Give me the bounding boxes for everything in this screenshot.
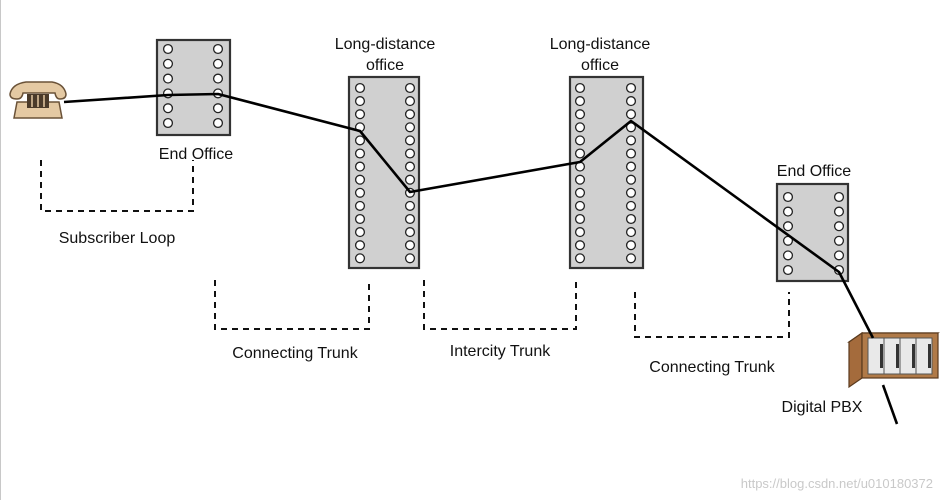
switch-terminal-hole	[625, 82, 637, 94]
switch-terminal-hole	[574, 174, 586, 185]
connecting-trunk-left-label: Connecting Trunk	[232, 345, 358, 362]
connecting-trunk-right-bracket	[634, 292, 790, 338]
switch-terminal-hole	[574, 135, 586, 146]
switch-terminal-hole	[833, 206, 845, 217]
long-distance-office-right-label-line1: Long-distance	[550, 36, 651, 53]
switch-terminal-hole	[404, 213, 416, 225]
switch-terminal-hole	[404, 148, 416, 159]
end-office-left-switch	[155, 38, 232, 137]
switch-terminal-hole	[162, 43, 174, 55]
switch-terminal-hole	[162, 117, 174, 129]
switch-terminal-hole	[574, 253, 586, 264]
switch-terminal-hole	[833, 221, 845, 232]
switch-terminal-hole	[833, 235, 845, 246]
switch-terminal-hole	[625, 240, 637, 251]
switch-terminal-hole	[782, 250, 794, 261]
switch-terminal-hole	[404, 174, 416, 185]
end-office-right-switch	[775, 182, 850, 283]
long-distance-office-left-label-line2: office	[366, 57, 404, 74]
switch-terminal-hole	[574, 82, 586, 94]
switch-terminal-hole	[574, 240, 586, 251]
switch-terminal-hole	[782, 206, 794, 217]
switch-terminal-hole	[404, 253, 416, 264]
switch-terminal-hole	[212, 73, 224, 84]
digital-pbx-label: Digital PBX	[782, 399, 863, 416]
switch-terminal-hole	[574, 187, 586, 198]
intercity-trunk-label: Intercity Trunk	[450, 343, 551, 360]
switch-terminal-hole	[212, 103, 224, 114]
watermark: https://blog.csdn.net/u010180372	[741, 476, 933, 491]
switch-terminal-hole	[162, 103, 174, 114]
switch-terminal-hole	[574, 109, 586, 120]
switch-terminal-hole	[574, 96, 586, 107]
switch-terminal-hole	[625, 227, 637, 238]
switch-terminal-hole	[354, 174, 366, 185]
switch-terminal-hole	[625, 96, 637, 107]
telephone-icon	[9, 81, 67, 119]
switch-terminal-hole	[833, 191, 845, 203]
switch-terminal-hole	[625, 174, 637, 185]
switch-terminal-hole	[833, 250, 845, 261]
long-distance-office-right-label-line2: office	[581, 57, 619, 74]
switch-terminal-hole	[625, 253, 637, 264]
switch-terminal-hole	[404, 200, 416, 211]
switch-terminal-hole	[212, 117, 224, 129]
switch-terminal-hole	[354, 161, 366, 172]
switch-terminal-hole	[404, 161, 416, 172]
connecting-trunk-left-bracket	[214, 280, 370, 330]
switch-terminal-hole	[404, 240, 416, 251]
subscriber-loop-bracket	[40, 160, 194, 212]
switch-terminal-hole	[354, 109, 366, 120]
switch-terminal-hole	[162, 73, 174, 84]
end-office-left-label: End Office	[159, 146, 234, 163]
switch-terminal-hole	[354, 240, 366, 251]
connection-wire	[63, 92, 875, 339]
switch-terminal-hole	[354, 148, 366, 159]
switch-terminal-hole	[625, 148, 637, 159]
switch-terminal-hole	[574, 148, 586, 159]
switch-terminal-hole	[782, 264, 794, 276]
switch-terminal-hole	[354, 213, 366, 225]
switch-terminal-hole	[354, 96, 366, 107]
switch-terminal-hole	[625, 109, 637, 120]
switch-terminal-hole	[162, 58, 174, 69]
switch-terminal-hole	[354, 82, 366, 94]
switch-terminal-hole	[404, 227, 416, 238]
subscriber-loop-label: Subscriber Loop	[59, 230, 176, 247]
switch-terminal-hole	[625, 213, 637, 225]
pbx-cabinet-icon	[847, 331, 940, 389]
switch-terminal-hole	[574, 213, 586, 225]
connecting-trunk-right-label: Connecting Trunk	[649, 359, 775, 376]
switch-terminal-hole	[354, 135, 366, 146]
switch-terminal-hole	[354, 187, 366, 198]
switch-terminal-hole	[625, 187, 637, 198]
intercity-trunk-bracket	[423, 280, 577, 330]
switch-terminal-hole	[354, 200, 366, 211]
switch-terminal-hole	[625, 200, 637, 211]
long-distance-office-right-switch	[568, 75, 645, 270]
switch-terminal-hole	[354, 227, 366, 238]
switch-terminal-hole	[404, 122, 416, 133]
switch-terminal-hole	[625, 122, 637, 133]
switch-terminal-hole	[782, 191, 794, 203]
switch-terminal-hole	[212, 58, 224, 69]
end-office-right-label: End Office	[777, 163, 852, 180]
switch-terminal-hole	[574, 122, 586, 133]
switch-terminal-hole	[212, 43, 224, 55]
switch-terminal-hole	[404, 82, 416, 94]
switch-terminal-hole	[625, 161, 637, 172]
long-distance-office-left-label-line1: Long-distance	[335, 36, 436, 53]
switch-terminal-hole	[404, 96, 416, 107]
switch-terminal-hole	[354, 253, 366, 264]
switch-terminal-hole	[782, 221, 794, 232]
switch-terminal-hole	[574, 227, 586, 238]
long-distance-office-left-switch	[347, 75, 421, 270]
switch-terminal-hole	[404, 135, 416, 146]
switch-terminal-hole	[404, 109, 416, 120]
switch-terminal-hole	[574, 200, 586, 211]
switch-terminal-hole	[625, 135, 637, 146]
pbx-output-wire	[881, 384, 899, 425]
